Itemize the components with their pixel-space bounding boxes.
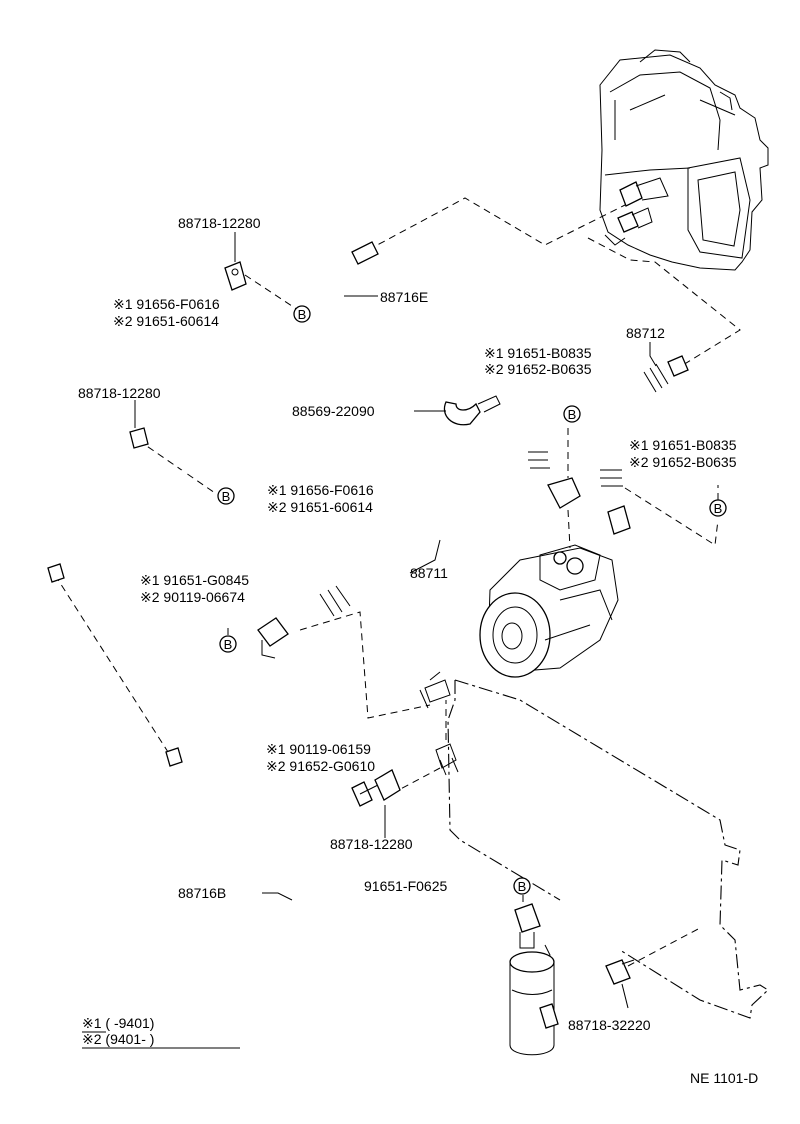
callout-b-label: B [224, 637, 233, 652]
clamp-88718-32220 [605, 959, 635, 985]
label-mid-star2: ※2 91651-60614 [267, 499, 373, 515]
label-88718-left: 88718-12280 [78, 385, 161, 401]
label-hose-star1: ※1 91651-B0835 [484, 345, 592, 361]
label-left-star2: ※2 90119-06674 [140, 589, 245, 605]
callout-b-label: B [222, 489, 231, 504]
label-cond-star2: ※2 91652-G0610 [266, 758, 375, 774]
evaporator-unit [599, 49, 769, 271]
legend-star2: ※2 (9401- ) [82, 1031, 154, 1047]
callout-b-6: B [513, 877, 531, 895]
label-88716b: 88716B [178, 885, 226, 901]
label-right-star2: ※2 91652-B0635 [629, 454, 737, 470]
connection-leader-lines [54, 197, 741, 967]
compressor [479, 544, 619, 678]
label-88718-cond: 88718-12280 [330, 836, 413, 852]
label-88718-top: 88718-12280 [178, 215, 261, 231]
callout-b-label: B [518, 879, 527, 894]
label-88711: 88711 [410, 565, 448, 581]
label-leader-lines [134, 232, 657, 1009]
callout-b-label: B [714, 501, 723, 516]
label-right-star1: ※1 91651-B0835 [629, 437, 737, 453]
label-mid-star1: ※1 91656-F0616 [267, 482, 374, 498]
label-top-star2: ※2 91651-60614 [113, 313, 219, 329]
hose-88712 [600, 355, 689, 535]
callout-b-label: B [568, 407, 577, 422]
clamp-88569 [443, 395, 501, 426]
callout-b-3: B [563, 405, 581, 423]
label-88718-32220: 88718-32220 [568, 1017, 651, 1033]
condenser [419, 671, 769, 1019]
clamp-88718-left [129, 427, 149, 449]
label-88712: 88712 [626, 325, 665, 341]
pipe-88716e [35, 241, 379, 583]
callout-b-5: B [219, 635, 237, 653]
callout-b-label: B [298, 307, 307, 322]
diagram-reference-code: NE 1101-D [690, 1070, 758, 1086]
label-left-star1: ※1 91651-G0845 [140, 572, 249, 588]
hose-88711 [257, 405, 581, 659]
label-91651-f0625: 91651-F0625 [364, 878, 448, 894]
legend: ※1 ( -9401) ※2 (9401- ) [82, 1015, 240, 1049]
label-88716e: 88716E [380, 289, 428, 305]
callout-b-4: B [709, 499, 727, 517]
legend-star1: ※1 ( -9401) [82, 1015, 154, 1031]
label-top-star1: ※1 91656-F0616 [113, 296, 220, 312]
label-88569: 88569-22090 [292, 403, 375, 419]
receiver-drier [509, 903, 559, 1056]
pipe-88716b [164, 747, 519, 964]
label-cond-star1: ※1 90119-06159 [266, 741, 371, 757]
callout-b-1: B [293, 305, 311, 323]
callout-b-2: B [217, 487, 235, 505]
clamp-88718-top [224, 261, 247, 291]
bolt-and-cushion [351, 769, 401, 835]
label-hose-star2: ※2 91652-B0635 [484, 361, 592, 377]
